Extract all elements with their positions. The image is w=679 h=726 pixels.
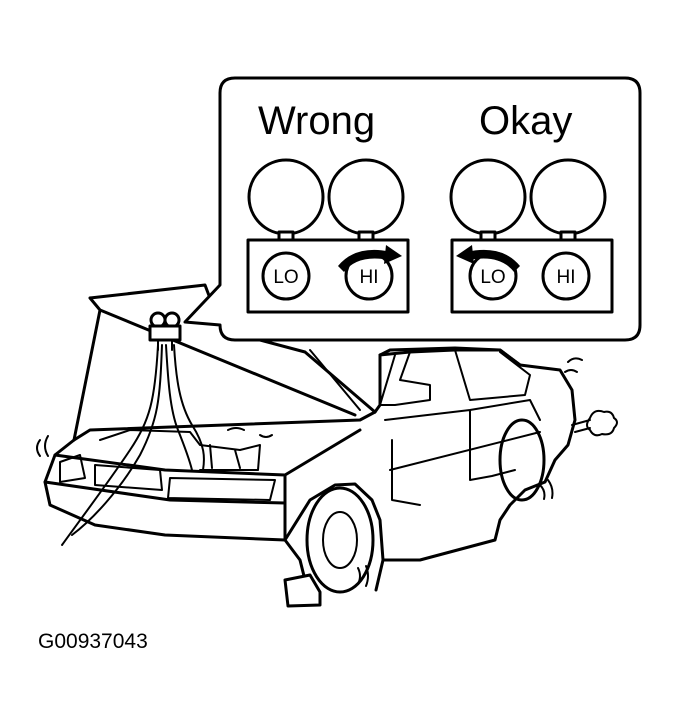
wrong-hi-text: HI — [360, 267, 379, 288]
exhaust-puff-icon — [571, 409, 618, 437]
vibration-marks — [36, 357, 583, 587]
engine-bay — [99, 429, 261, 471]
hood-prop — [309, 349, 361, 411]
rear-wheel — [498, 418, 546, 502]
okay-lo-text: LO — [480, 267, 505, 288]
hose-right — [173, 344, 205, 471]
hose-left — [61, 344, 159, 546]
front-wheel — [305, 486, 375, 594]
car-side-trim — [389, 431, 541, 471]
car-side-window — [454, 349, 531, 401]
wrong-lo-gauge — [247, 158, 325, 236]
rotation-arrow-icon — [338, 245, 402, 272]
wrong-hi-gauge — [327, 158, 405, 236]
wrong-label: Wrong — [258, 99, 375, 143]
rotation-arrow-icon — [456, 245, 520, 272]
car-grille — [59, 454, 163, 491]
car-headlight — [167, 477, 276, 501]
front-wheel-hub — [322, 511, 358, 569]
wheel-chock — [283, 573, 322, 608]
car-illustration — [36, 283, 618, 608]
callout-box: Wrong LO HI Okay LO H — [183, 76, 642, 342]
car-roof — [378, 346, 522, 367]
okay-hi-gauge — [529, 158, 607, 236]
okay-manifold: LO HI — [449, 158, 614, 314]
hose-left-2 — [71, 344, 163, 536]
car-doors — [384, 399, 541, 506]
okay-label: Okay — [479, 99, 572, 143]
figure-code: G00937043 — [38, 630, 148, 653]
okay-hi-valve[interactable] — [541, 251, 591, 301]
gauge-hoses — [61, 311, 205, 546]
gauge-manifold-icon — [148, 311, 182, 351]
car-windshield — [379, 351, 431, 406]
okay-lo-gauge — [449, 158, 527, 236]
wrong-manifold: LO HI — [246, 158, 410, 314]
wrong-lo-text: LO — [273, 267, 298, 288]
car-front-end — [43, 410, 377, 542]
wrong-lo-valve[interactable] — [261, 251, 311, 301]
car-body — [43, 348, 577, 592]
okay-hi-text: HI — [557, 267, 576, 288]
hose-middle — [165, 344, 193, 471]
